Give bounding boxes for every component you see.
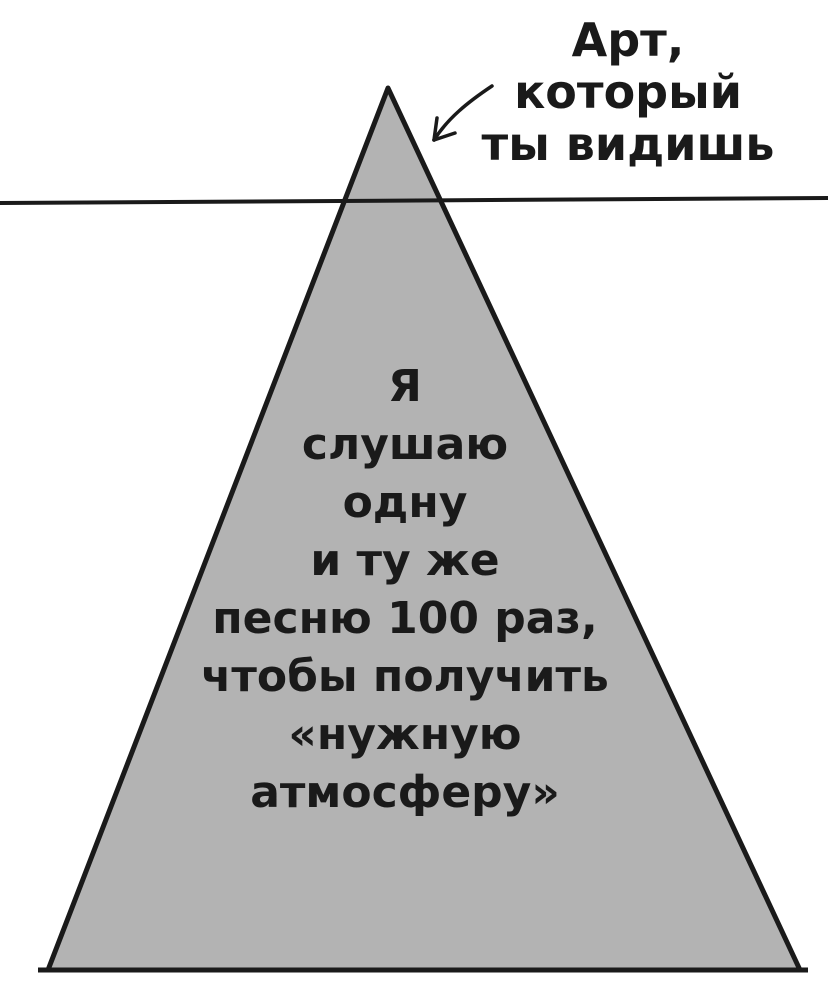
hidden-part-text: Я слушаю одну и ту же песню 100 раз, что… — [150, 358, 660, 822]
arrow-icon — [432, 84, 494, 142]
body-text-line: слушаю — [301, 419, 509, 470]
body-text-line: «нужную — [288, 709, 522, 760]
body-text-line: песню 100 раз, — [212, 593, 598, 644]
body-text-line: атмосферу» — [250, 767, 560, 818]
body-text-line: одну — [342, 477, 468, 528]
body-text-line: чтобы получить — [201, 651, 609, 702]
tip-label-line: ты видишь — [481, 117, 775, 171]
body-text-line: и ту же — [310, 535, 500, 586]
body-text-line: Я — [388, 361, 422, 412]
tip-label: Арт, который ты видишь — [478, 14, 778, 170]
tip-label-line: который — [514, 65, 742, 119]
tip-label-line: Арт, — [571, 13, 685, 67]
surface-line — [0, 196, 828, 205]
